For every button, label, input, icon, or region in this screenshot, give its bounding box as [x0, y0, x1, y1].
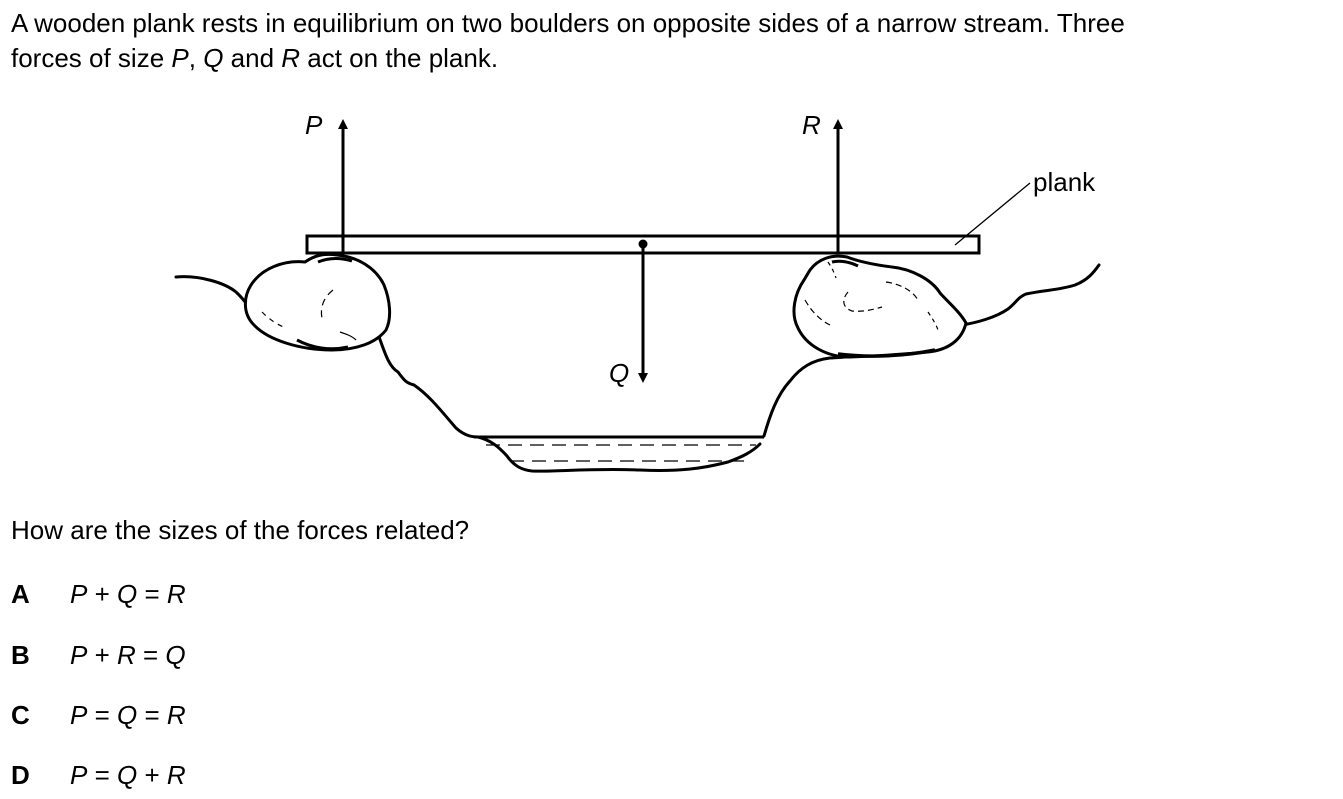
option-d-term-2: Q: [116, 760, 138, 790]
intro-sep-2: and: [223, 43, 282, 73]
option-c-term-1: P: [70, 700, 88, 730]
intro-var-q: Q: [203, 43, 224, 73]
right-bank-top: [960, 263, 1101, 327]
option-b-term-3: Q: [165, 640, 186, 670]
option-c-letter: C: [11, 700, 30, 730]
intro-sep-1: ,: [188, 43, 204, 73]
option-b-term-2: R: [116, 640, 136, 670]
stream-bed: [476, 435, 762, 473]
left-boulder: [243, 252, 392, 352]
option-d-operator-1: =: [87, 760, 117, 790]
option-d-letter: D: [11, 760, 30, 790]
option-a-term-2: Q: [116, 579, 138, 609]
intro-var-r: R: [281, 43, 301, 73]
plank-leader-line: [954, 182, 1031, 246]
question-prompt: How are the sizes of the forces related?: [11, 515, 470, 545]
right-bank-slope: [762, 350, 912, 438]
option-a-letter: A: [11, 579, 30, 609]
option-c-operator-1: =: [87, 700, 117, 730]
option-b-letter: B: [11, 640, 30, 670]
label-q: Q: [609, 358, 629, 388]
option-a-operator-2: =: [137, 579, 167, 609]
option-d-term-3: R: [166, 760, 186, 790]
option-c-term-2: Q: [116, 700, 138, 730]
intro-line-2-prefix: forces of size: [11, 43, 172, 73]
option-a-term-3: R: [166, 579, 186, 609]
intro-line-2-suffix: act on the plank.: [300, 43, 499, 73]
option-a-expression: P + Q = R: [70, 577, 186, 612]
label-p: P: [305, 110, 323, 140]
option-b-term-1: P: [70, 640, 88, 670]
option-d-term-1: P: [70, 760, 88, 790]
left-bank-slope: [376, 332, 480, 439]
label-r: R: [802, 110, 821, 140]
plank-centre-dot: [638, 239, 648, 249]
option-b-operator-1: +: [87, 640, 117, 670]
option-c-term-3: R: [166, 700, 186, 730]
intro-line-1: A wooden plank rests in equilibrium on t…: [11, 8, 1125, 38]
option-a-operator-1: +: [87, 579, 117, 609]
option-c-expression: P = Q = R: [70, 698, 186, 733]
option-d-operator-2: +: [137, 760, 167, 790]
right-boulder: [792, 254, 968, 359]
label-plank: plank: [1033, 167, 1096, 197]
intro-var-p: P: [171, 43, 189, 73]
question-intro: A wooden plank rests in equilibrium on t…: [11, 6, 1336, 76]
option-a-term-1: P: [70, 579, 88, 609]
option-b-expression: P + R = Q: [70, 638, 186, 673]
option-d-expression: P = Q + R: [70, 758, 186, 793]
option-c-operator-2: =: [137, 700, 167, 730]
option-b-operator-2: =: [135, 640, 166, 670]
